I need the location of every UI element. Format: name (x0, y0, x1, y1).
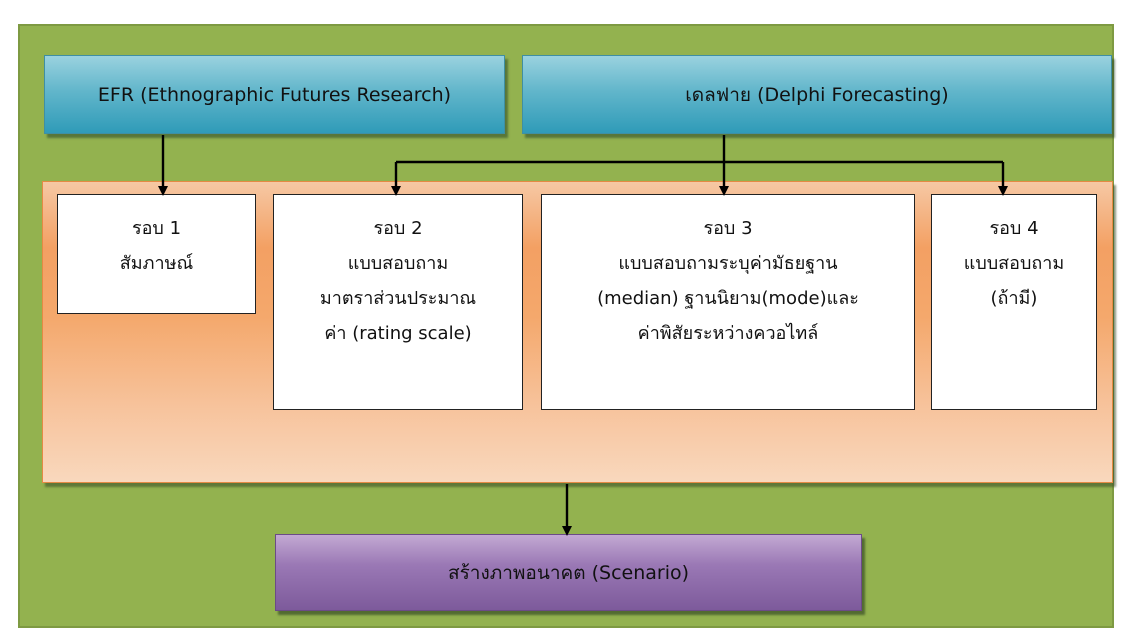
round-3-box: รอบ 3 แบบสอบถามระบุค่ามัธยฐาน (median) ฐ… (541, 194, 915, 410)
round-4-line-1: แบบสอบถาม (963, 253, 1065, 274)
efr-source-label: EFR (Ethnographic Futures Research) (97, 83, 452, 106)
round-4-line-2: (ถ้ามี) (990, 288, 1038, 309)
round-4-title: รอบ 4 (989, 218, 1039, 239)
round-1-title: รอบ 1 (131, 218, 182, 239)
delphi-source-label: เดลฟาย (Delphi Forecasting) (685, 83, 949, 106)
round-2-line-3: ค่า (rating scale) (324, 323, 472, 344)
round-3-title: รอบ 3 (703, 218, 753, 239)
round-3-line-2: (median) ฐานนิยาม(mode)และ (597, 288, 859, 309)
round-2-line-1: แบบสอบถาม (347, 253, 449, 274)
round-3-line-1: แบบสอบถามระบุค่ามัธยฐาน (618, 253, 838, 274)
round-3-line-3: ค่าพิสัยระหว่างควอไทล์ (637, 323, 819, 344)
scenario-output-label: สร้างภาพอนาคต (Scenario) (447, 561, 690, 584)
round-2-box: รอบ 2 แบบสอบถาม มาตราส่วนประมาณ ค่า (rat… (273, 194, 523, 410)
round-1-line-1: สัมภาษณ์ (119, 253, 194, 274)
delphi-source-box: เดลฟาย (Delphi Forecasting) (522, 55, 1112, 134)
round-2-line-2: มาตราส่วนประมาณ (319, 288, 477, 309)
scenario-output-box: สร้างภาพอนาคต (Scenario) (275, 534, 862, 611)
round-1-box: รอบ 1 สัมภาษณ์ (57, 194, 256, 314)
round-2-title: รอบ 2 (373, 218, 423, 239)
efr-source-box: EFR (Ethnographic Futures Research) (44, 55, 505, 134)
round-4-box: รอบ 4 แบบสอบถาม (ถ้ามี) (931, 194, 1097, 410)
